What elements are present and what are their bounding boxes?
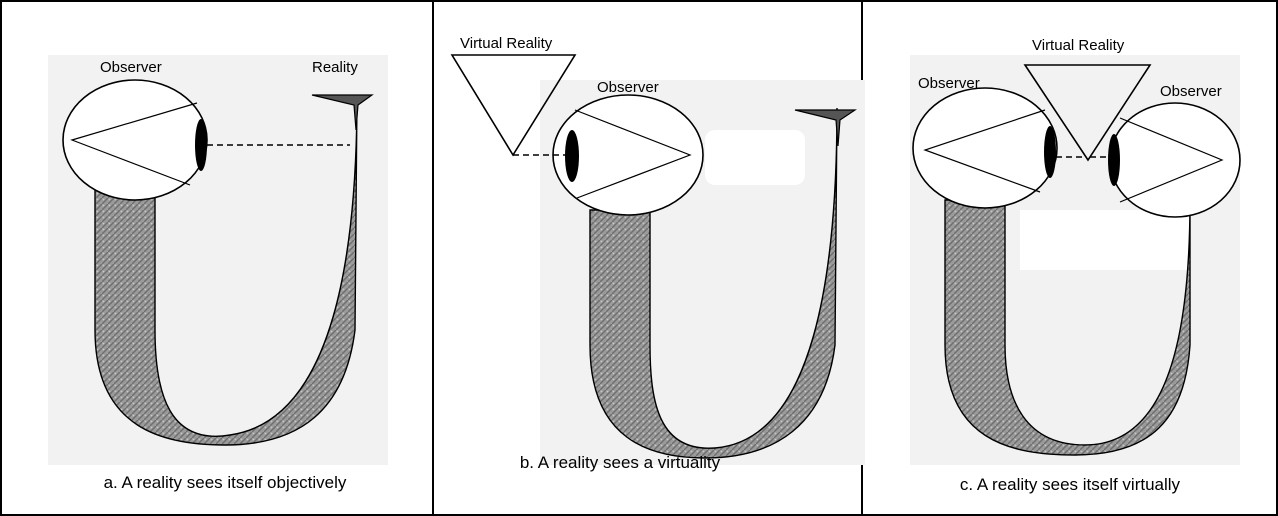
panel-c-blank-patch <box>1020 210 1190 270</box>
panel-c-left-vision-cone <box>923 109 1046 193</box>
panel-b: Virtual Reality Observer b. A reality se… <box>450 35 865 472</box>
panel-b-pupil <box>565 130 579 182</box>
panel-a-observer-eye <box>62 79 208 201</box>
panel-c-left-observer-label: Observer <box>918 75 980 92</box>
panel-c-right-observer-label: Observer <box>1160 83 1222 100</box>
panel-c-left-pupil <box>1044 126 1056 178</box>
panel-c-right-pupil <box>1108 134 1120 186</box>
panel-a: Observer Reality a. A reality sees itsel… <box>48 55 388 492</box>
panel-b-observer-label: Observer <box>597 79 659 96</box>
panel-a-caption: a. A reality sees itself objectively <box>104 473 347 492</box>
panel-b-reality-funnel <box>794 109 857 147</box>
panel-b-vision-cone <box>574 109 692 199</box>
panel-b-virtual-reality-label: Virtual Reality <box>460 35 553 52</box>
panel-c-right-vision-cone <box>1119 117 1224 203</box>
panel-b-caption: b. A reality sees a virtuality <box>520 453 721 472</box>
panel-b-virtual-reality-triangle <box>450 54 577 157</box>
panel-c-virtual-reality-label: Virtual Reality <box>1032 37 1125 54</box>
panel-b-blank-patch <box>705 130 805 185</box>
panel-a-pupil <box>195 119 207 171</box>
panel-a-vision-cone <box>70 102 198 186</box>
panel-a-reality-label: Reality <box>312 59 358 76</box>
panel-a-observer-label: Observer <box>100 59 162 76</box>
panel-c-virtual-reality-triangle <box>1023 64 1152 162</box>
panel-c: Observer Virtual Reality Observer c. A r… <box>910 37 1241 494</box>
panel-c-caption: c. A reality sees itself virtually <box>960 475 1181 494</box>
panel-a-reality-funnel <box>311 94 374 131</box>
